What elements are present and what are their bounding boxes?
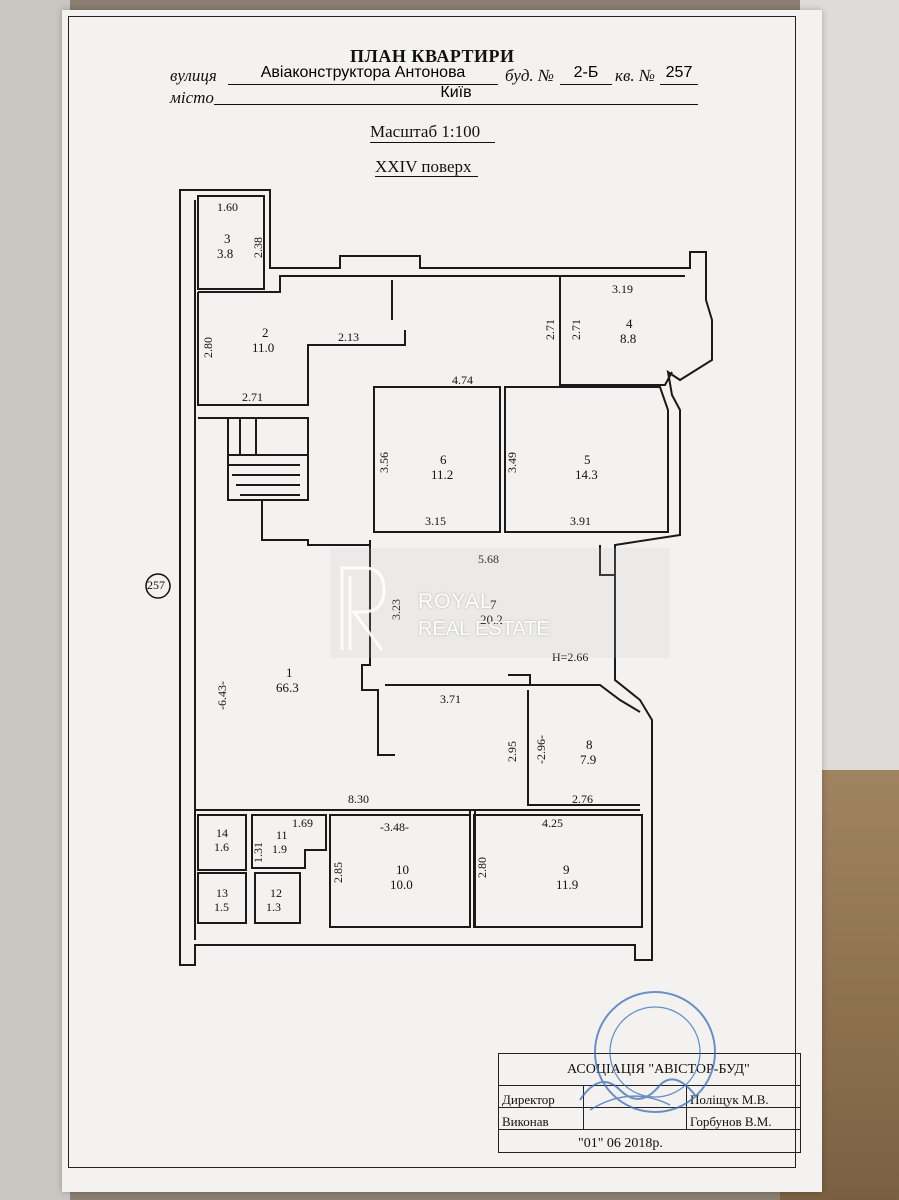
apartment-marker-icon bbox=[145, 573, 171, 599]
signature-table bbox=[498, 1053, 801, 1153]
dimension-label: 2.38 bbox=[251, 237, 265, 258]
room-area: 14.3 bbox=[575, 467, 598, 482]
dimension-label: 1.69 bbox=[292, 816, 313, 830]
room-number: 11 bbox=[276, 828, 288, 842]
apartment-value: 257 bbox=[665, 64, 693, 81]
room-number: 7 bbox=[490, 597, 497, 612]
room-number: 13 bbox=[216, 886, 228, 900]
seal-stamp-icon bbox=[579, 991, 716, 1113]
room-area: 10.0 bbox=[390, 877, 413, 892]
street-value: Авіаконструктора Антонова bbox=[260, 64, 466, 81]
dimension-label: 3.71 bbox=[440, 692, 461, 706]
document-date: "01" 06 2018р. bbox=[578, 1136, 663, 1151]
dimension-label: 2.71 bbox=[543, 319, 557, 340]
watermark-tagline: REAL ESTATE bbox=[418, 618, 550, 640]
dimension-label: 8.30 bbox=[348, 792, 369, 806]
dimension-label: 2.85 bbox=[331, 862, 345, 883]
dimension-label: 2.76 bbox=[572, 792, 593, 806]
table-divider bbox=[583, 1085, 584, 1129]
room-area: 20.2 bbox=[480, 612, 503, 627]
room-area: 3.8 bbox=[217, 246, 234, 261]
scale-underline bbox=[370, 124, 495, 143]
street-label: вулиця bbox=[170, 66, 217, 85]
building-label: буд. № bbox=[505, 66, 554, 85]
dimension-label: 2.71 bbox=[569, 319, 583, 340]
dimension-label: 2.13 bbox=[338, 330, 359, 344]
apartment-label: кв. № bbox=[615, 66, 655, 85]
dimension-label: 2.80 bbox=[475, 857, 489, 878]
watermark-brand: ROYAL bbox=[418, 590, 493, 613]
room-area: 1.6 bbox=[214, 840, 229, 854]
room-area: 66.3 bbox=[276, 680, 299, 695]
room-number: 10 bbox=[396, 862, 409, 877]
city-label: місто bbox=[170, 88, 214, 107]
scale-label: Масштаб 1:100 bbox=[370, 122, 481, 141]
apartment-marker: 257 bbox=[147, 578, 165, 592]
room-number: 5 bbox=[584, 452, 591, 467]
signature-table-border bbox=[498, 1053, 801, 1153]
street-field: Авіаконструктора Антонова bbox=[228, 64, 498, 85]
room-area: 1.5 bbox=[214, 900, 229, 914]
room-number: 12 bbox=[270, 886, 282, 900]
dimension-label: -6.43- bbox=[215, 681, 229, 710]
document-frame bbox=[68, 16, 796, 1168]
dimension-label: -3.48- bbox=[380, 820, 409, 834]
room-number: 14 bbox=[216, 826, 228, 840]
ceiling-height-note: H=2.66 bbox=[552, 650, 589, 664]
director-label: Директор bbox=[502, 1092, 555, 1107]
building-field: 2-Б bbox=[560, 64, 612, 85]
floor-label: XXIV поверх bbox=[375, 157, 472, 176]
room-area: 8.8 bbox=[620, 331, 637, 346]
executor-name: Горбунов В.М. bbox=[690, 1114, 772, 1129]
building-value: 2-Б bbox=[573, 64, 599, 81]
dimension-label: 3.49 bbox=[505, 452, 519, 473]
dimension-label: 1.60 bbox=[217, 200, 238, 214]
dimension-label: 4.25 bbox=[542, 816, 563, 830]
room-area: 11.0 bbox=[252, 340, 275, 355]
table-divider bbox=[498, 1085, 801, 1086]
dimension-label: 4.74 bbox=[452, 373, 473, 387]
dimension-label: 3.56 bbox=[377, 452, 391, 473]
dimension-label: 3.19 bbox=[612, 282, 633, 296]
room-number: 3 bbox=[224, 231, 231, 246]
room-number: 8 bbox=[586, 737, 593, 752]
room-area: 7.9 bbox=[580, 752, 597, 767]
room-number: 4 bbox=[626, 316, 633, 331]
dimension-label: 2.95 bbox=[505, 741, 519, 762]
table-divider bbox=[498, 1107, 801, 1108]
table-divider bbox=[686, 1085, 687, 1129]
room-number: 6 bbox=[440, 452, 447, 467]
dimension-label: -2.96- bbox=[534, 735, 548, 764]
watermark-logo-icon bbox=[340, 566, 386, 651]
city-field: Київ bbox=[214, 84, 698, 105]
document-sheet bbox=[62, 10, 822, 1192]
executor-label: Виконав bbox=[502, 1114, 549, 1129]
dimension-label: 3.15 bbox=[425, 514, 446, 528]
room-area: 1.9 bbox=[272, 842, 287, 856]
dimension-label: 2.71 bbox=[242, 390, 263, 404]
room-area: 11.9 bbox=[556, 877, 579, 892]
city-value: Київ bbox=[440, 84, 472, 101]
floor-underline bbox=[375, 158, 478, 177]
page-title: ПЛАН КВАРТИРИ bbox=[350, 46, 515, 66]
room-area: 1.3 bbox=[266, 900, 281, 914]
director-name: Поліщук М.В. bbox=[690, 1092, 769, 1107]
apartment-field: 257 bbox=[660, 64, 698, 85]
dimension-label: 2.80 bbox=[201, 337, 215, 358]
dimension-label: 5.68 bbox=[478, 552, 499, 566]
background-left bbox=[0, 0, 70, 1200]
room-number: 1 bbox=[286, 665, 293, 680]
table-divider bbox=[498, 1129, 801, 1130]
room-number: 9 bbox=[563, 862, 570, 877]
room-number: 2 bbox=[262, 325, 269, 340]
dimension-label: 1.31 bbox=[251, 842, 265, 863]
watermark-backdrop bbox=[330, 548, 670, 658]
room-area: 11.2 bbox=[431, 467, 454, 482]
dimension-label: 3.91 bbox=[570, 514, 591, 528]
